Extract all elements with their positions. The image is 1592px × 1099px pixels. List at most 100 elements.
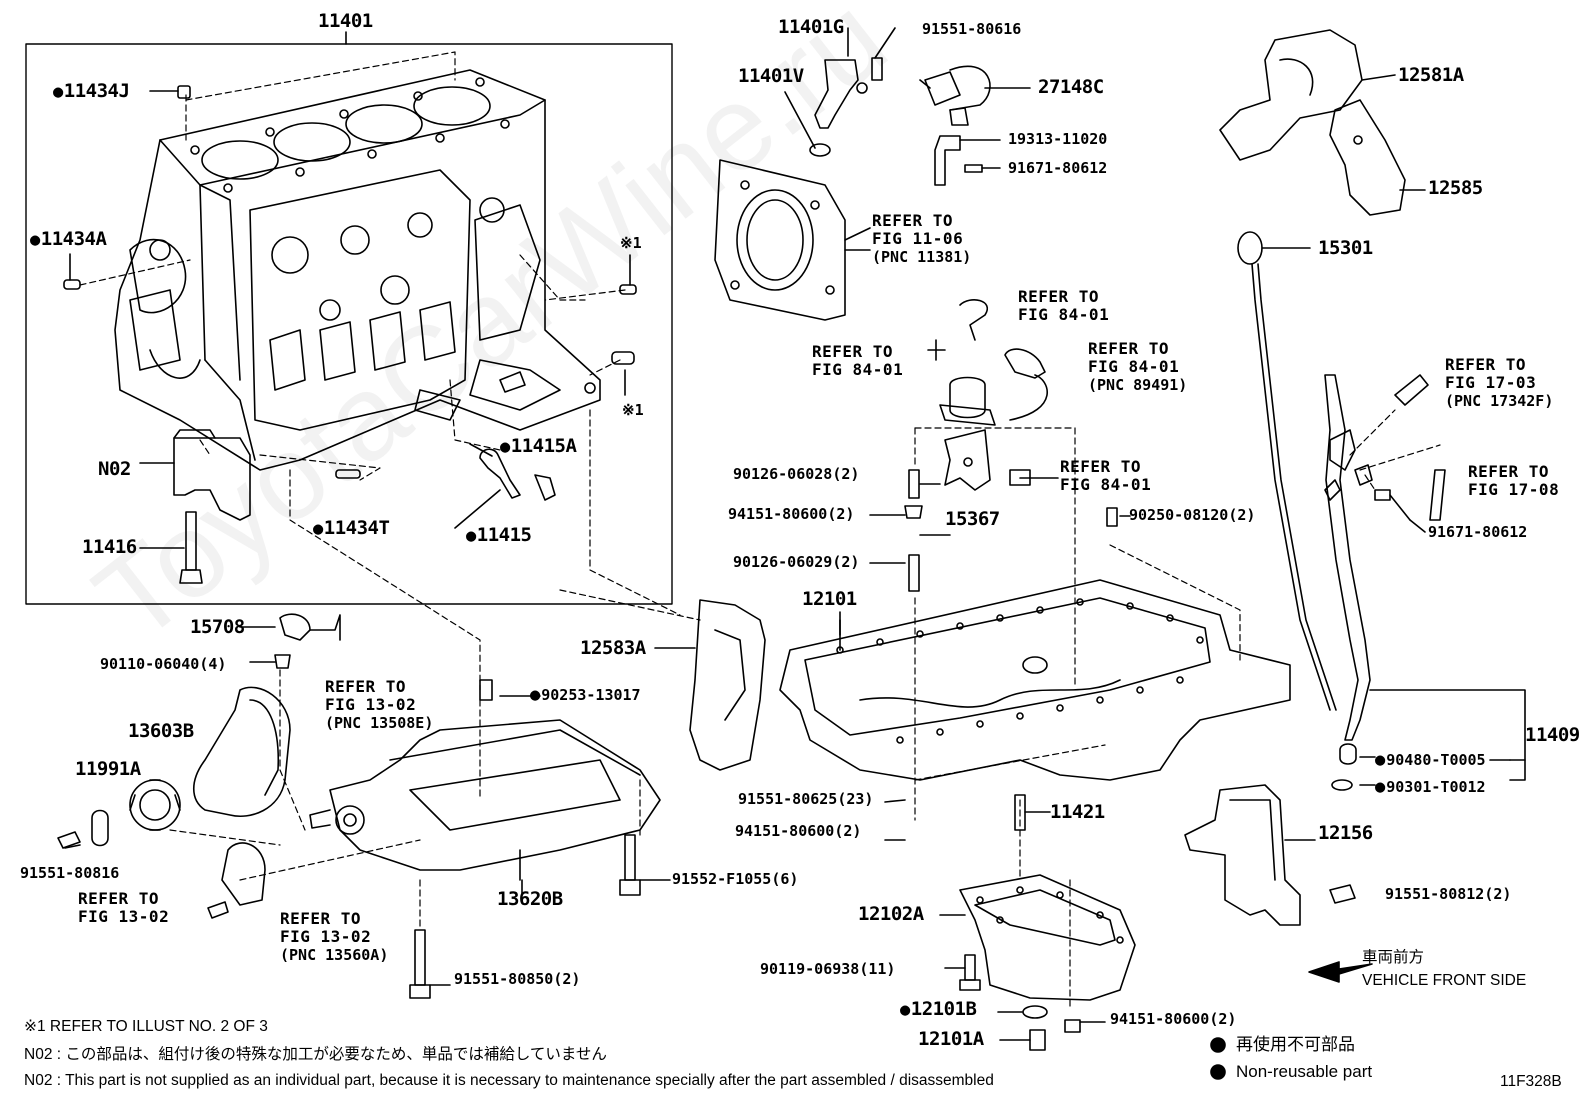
part-label-12102A[interactable]: 12102A xyxy=(858,903,924,925)
part-label-N02[interactable]: N02 xyxy=(98,458,131,480)
pump-dashed-guides xyxy=(169,669,641,931)
refer-line: FIG 13-02 xyxy=(280,927,372,947)
part-label-90253-13017[interactable]: 90253-13017 xyxy=(530,687,640,704)
part-label-90301-T0012[interactable]: 90301-T0012 xyxy=(1375,779,1485,796)
refer-fig-13-02-lower[interactable]: REFER TO FIG 13-02 (PNC 13560A) xyxy=(280,909,389,964)
reference-marker-1-upper: ※1 xyxy=(620,234,642,252)
refer-line: REFER TO xyxy=(78,889,160,908)
part-label-11434A[interactable]: 11434A xyxy=(30,230,107,249)
refer-fig-84-01-lower[interactable]: REFER TO FIG 84-01 xyxy=(1060,457,1152,495)
oil-pan-12101-illustration xyxy=(779,579,1291,781)
refer-pnc: (PNC 13508E) xyxy=(325,713,434,732)
part-label-27148C[interactable]: 27148C xyxy=(1038,76,1104,98)
part-label-13620B[interactable]: 13620B xyxy=(497,888,563,910)
refer-line: REFER TO xyxy=(1060,457,1142,476)
part-label-94151-80600-b[interactable]: 94151-80600(2) xyxy=(735,822,862,840)
part-label-15708[interactable]: 15708 xyxy=(190,616,245,638)
part-label-12156[interactable]: 12156 xyxy=(1318,822,1373,844)
n02-note-japanese: N02 : この部品は、組付け後の特殊な加工が必要なため、単品では補給していませ… xyxy=(24,1046,607,1063)
refer-line: REFER TO xyxy=(1018,287,1100,306)
part-label-19313-11020[interactable]: 19313-11020 xyxy=(1008,130,1108,148)
part-label-91671-80612-b[interactable]: 91671-80612 xyxy=(1428,523,1528,541)
part-label-13603B[interactable]: 13603B xyxy=(128,720,194,742)
refer-line: FIG 17-03 xyxy=(1445,373,1537,393)
part-label-91551-80850[interactable]: 91551-80850(2) xyxy=(454,970,581,988)
vehicle-front-label-japanese: 車両前方 xyxy=(1362,949,1425,966)
part-label-12583A[interactable]: 12583A xyxy=(580,637,646,659)
cylinder-block-group-frame xyxy=(25,43,673,605)
sensor-retainer-illustration xyxy=(714,27,883,321)
refer-fig-17-03[interactable]: REFER TO FIG 17-03 (PNC 17342F) xyxy=(1445,355,1553,410)
legend-dot-1 xyxy=(1210,1037,1226,1053)
part-label-12585[interactable]: 12585 xyxy=(1428,177,1483,199)
part-label-90126-06028[interactable]: 90126-06028(2) xyxy=(733,465,860,483)
part-label-11401[interactable]: 11401 xyxy=(318,10,373,32)
refer-fig-84-01-left[interactable]: REFER TO FIG 84-01 xyxy=(812,342,903,380)
refer-line: REFER TO xyxy=(812,342,894,361)
part-label-15367[interactable]: 15367 xyxy=(945,508,1000,530)
part-12156-illustration xyxy=(1184,784,1356,926)
refer-line: FIG 84-01 xyxy=(1060,475,1152,495)
part-label-11409[interactable]: 11409 xyxy=(1525,724,1580,746)
part-label-91551-80616[interactable]: 91551-80616 xyxy=(922,20,1022,38)
part-label-11991A[interactable]: 11991A xyxy=(75,758,141,780)
part-label-12101[interactable]: 12101 xyxy=(802,588,857,610)
oil-pump-illustration xyxy=(57,613,661,999)
refer-pnc: (PNC 13560A) xyxy=(280,945,389,964)
part-label-11416[interactable]: 11416 xyxy=(82,536,137,558)
part-label-12101B[interactable]: 12101B xyxy=(900,1000,977,1019)
refer-fig-13-02-left[interactable]: REFER TO FIG 13-02 xyxy=(78,889,170,927)
dipstick-15301-illustration xyxy=(1237,231,1337,711)
part-label-90126-06029[interactable]: 90126-06029(2) xyxy=(733,553,860,571)
part-label-11434J[interactable]: 11434J xyxy=(53,82,130,101)
part-label-91551-80816[interactable]: 91551-80816 xyxy=(20,864,120,882)
part-label-91551-80812[interactable]: 91551-80812(2) xyxy=(1385,885,1512,903)
part-label-91671-80612-a[interactable]: 91671-80612 xyxy=(1008,159,1108,177)
vehicle-front-label-english: VEHICLE FRONT SIDE xyxy=(1362,972,1527,989)
part-label-91552-F1055[interactable]: 91552-F1055(6) xyxy=(672,870,799,888)
refer-line: FIG 17-08 xyxy=(1468,480,1560,500)
block-small-parts xyxy=(63,85,637,584)
refer-fig-17-08[interactable]: REFER TO FIG 17-08 xyxy=(1468,462,1560,500)
part-label-11401G[interactable]: 11401G xyxy=(778,16,844,38)
refer-line: REFER TO xyxy=(1468,462,1550,481)
part-label-11415[interactable]: 11415 xyxy=(466,526,532,545)
refer-line: REFER TO xyxy=(1445,355,1527,374)
refer-line: FIG 84-01 xyxy=(1018,305,1110,325)
refer-pnc: (PNC 11381) xyxy=(872,247,972,266)
part-label-11415A[interactable]: 11415A xyxy=(500,437,577,456)
reference-marker-1-lower: ※1 xyxy=(622,401,644,419)
refer-fig-11-06[interactable]: REFER TO FIG 11-06 (PNC 11381) xyxy=(872,211,972,266)
misc-leaders xyxy=(64,27,1511,1041)
refer-fig-84-01-top[interactable]: REFER TO FIG 84-01 xyxy=(1018,287,1110,325)
part-label-12581A[interactable]: 12581A xyxy=(1398,64,1464,86)
part-label-15301[interactable]: 15301 xyxy=(1318,237,1373,259)
part-label-12101A[interactable]: 12101A xyxy=(918,1028,984,1050)
baffle-12583A-illustration xyxy=(654,599,766,771)
part-label-91551-80625[interactable]: 91551-80625(23) xyxy=(738,790,874,808)
block-dashed-guides xyxy=(79,51,681,691)
part-label-90110-06040[interactable]: 90110-06040(4) xyxy=(100,655,227,673)
part-label-90119-06938[interactable]: 90119-06938(11) xyxy=(760,960,896,978)
part-label-90480-T0005[interactable]: 90480-T0005 xyxy=(1375,752,1485,769)
part-label-94151-80600-c[interactable]: 94151-80600(2) xyxy=(1110,1010,1237,1028)
part-label-90250-08120[interactable]: 90250-08120(2) xyxy=(1129,506,1256,524)
refer-fig-13-02-upper[interactable]: REFER TO FIG 13-02 (PNC 13508E) xyxy=(325,677,434,732)
lower-pan-12102A-illustration xyxy=(939,794,1136,1051)
sensor-27148C-illustration xyxy=(924,65,1048,426)
part-label-11421[interactable]: 11421 xyxy=(1050,801,1105,823)
cylinder-block-illustration xyxy=(114,69,601,471)
legend-dot-2 xyxy=(1210,1064,1226,1080)
refer-line: REFER TO xyxy=(325,677,407,696)
refer-fig-84-01-right[interactable]: REFER TO FIG 84-01 (PNC 89491) xyxy=(1088,339,1188,394)
refer-pnc: (PNC 89491) xyxy=(1088,375,1188,394)
vehicle-front-arrow xyxy=(1308,961,1373,983)
refer-line: FIG 13-02 xyxy=(78,907,170,927)
refer-line: FIG 13-02 xyxy=(325,695,417,715)
legend-label-japanese: 再使用不可部品 xyxy=(1236,1035,1355,1054)
part-label-11401V[interactable]: 11401V xyxy=(738,65,804,87)
refer-line: FIG 84-01 xyxy=(1088,357,1180,377)
part-label-94151-80600-a[interactable]: 94151-80600(2) xyxy=(728,505,855,523)
part-label-11434T[interactable]: 11434T xyxy=(313,519,390,538)
